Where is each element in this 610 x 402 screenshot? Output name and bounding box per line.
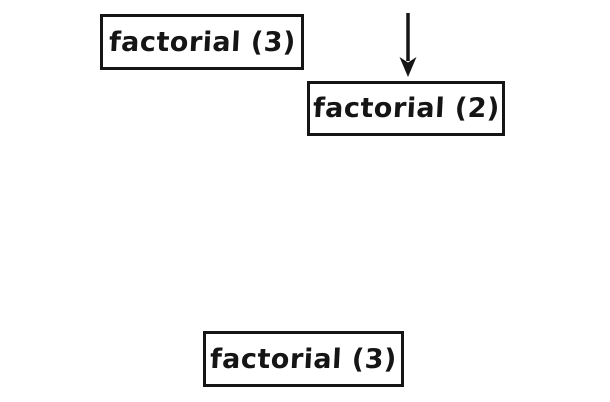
- call-box-factorial-3-top: factorial (3): [100, 14, 304, 70]
- call-box-factorial-2: factorial (2): [307, 81, 505, 136]
- call-box-label: factorial (2): [311, 93, 501, 124]
- call-box-label: factorial (3): [209, 343, 398, 375]
- call-box-label: factorial (3): [107, 26, 297, 58]
- call-box-factorial-3-bottom: factorial (3): [203, 331, 404, 387]
- down-arrow-icon: [399, 13, 417, 77]
